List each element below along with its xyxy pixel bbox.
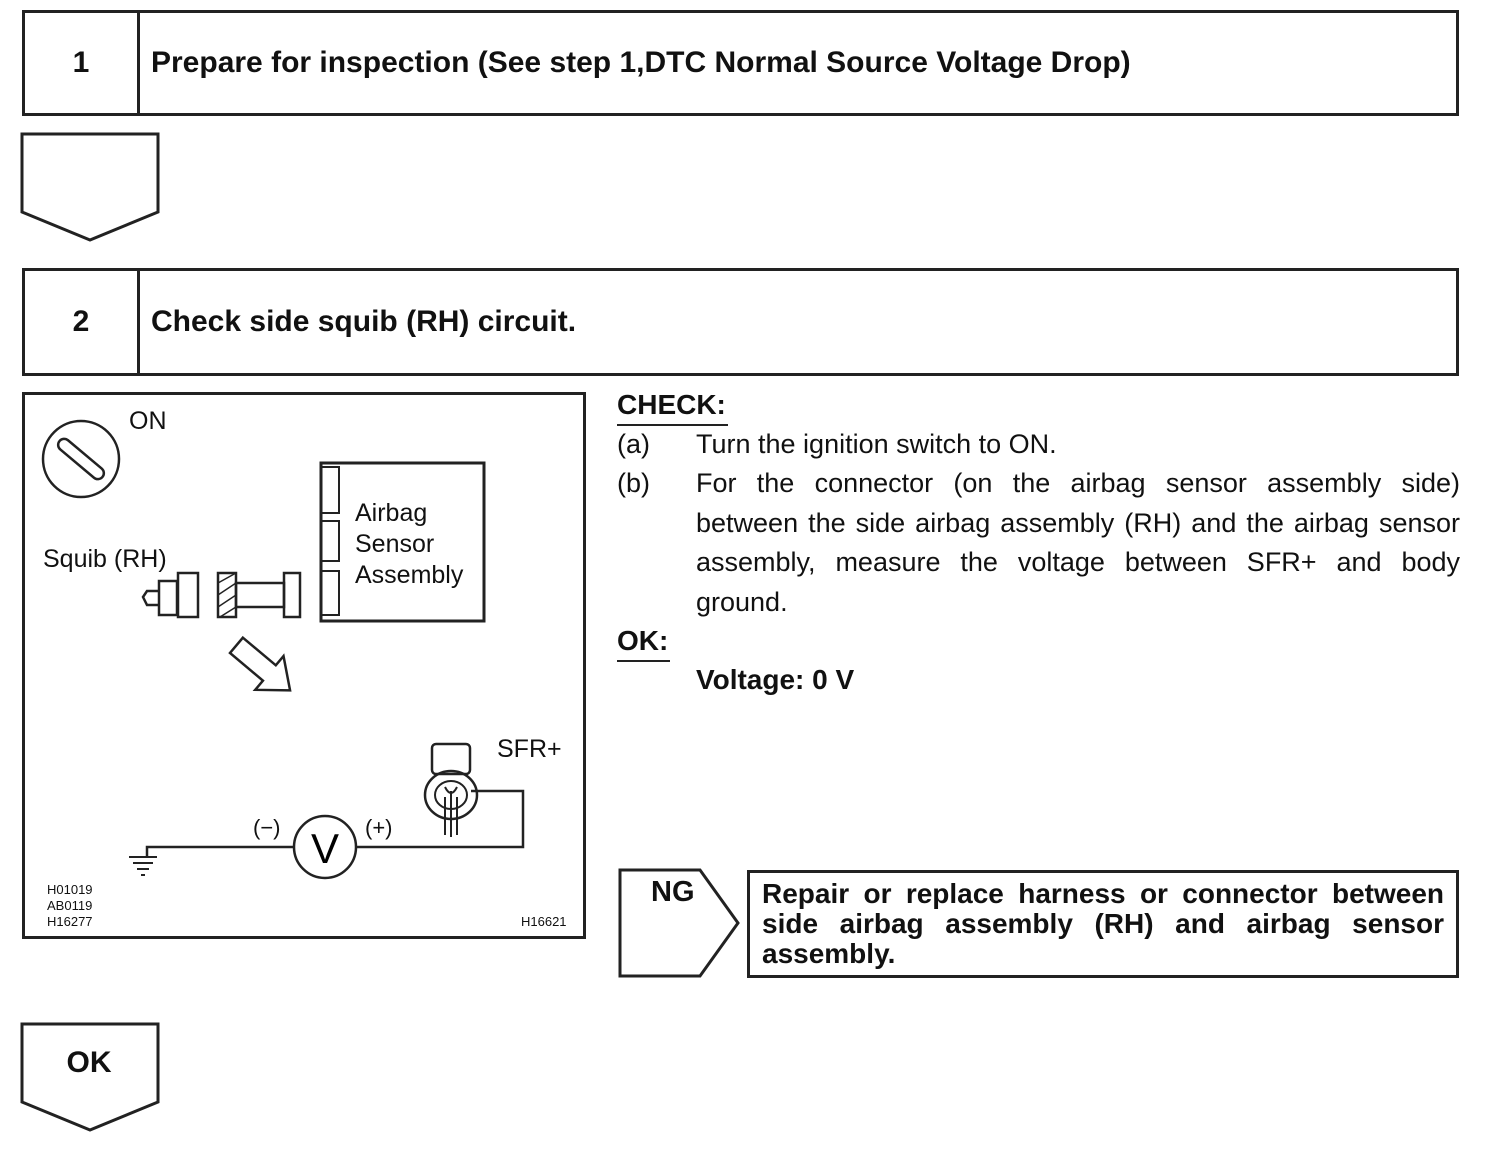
step-1-title: Prepare for inspection (See step 1,DTC N…: [151, 46, 1131, 79]
ref-code-2: AB0119: [47, 898, 93, 913]
squib-label: Squib (RH): [43, 545, 167, 573]
ref-code-1: H01019: [47, 882, 93, 897]
ignition-switch-icon: [41, 419, 121, 499]
step-1-number: 1: [25, 13, 140, 113]
check-item-a-text: Turn the ignition switch to ON.: [696, 429, 1057, 459]
ref-code-3: H16277: [47, 914, 93, 929]
ok-arrow-icon: [20, 1022, 160, 1132]
check-heading: CHECK:: [617, 389, 728, 426]
inspection-diagram: V ON Airbag Sensor Assembly Squib (RH) S…: [22, 392, 586, 939]
flow-arrow-icon: [20, 132, 160, 242]
sensor-label-2: Sensor: [355, 530, 435, 558]
ng-action-text: Repair or replace harness or connector b…: [762, 878, 1444, 969]
figure-code: H16621: [521, 914, 567, 929]
step-2-header: 2 Check side squib (RH) circuit.: [22, 268, 1459, 376]
minus-label: (−): [253, 815, 281, 840]
step-1-header: 1 Prepare for inspection (See step 1,DTC…: [22, 10, 1459, 116]
sensor-label-1: Airbag: [355, 499, 428, 527]
terminal-label: SFR+: [497, 735, 562, 763]
ng-arrow-icon: [618, 868, 740, 978]
step-2-title: Check side squib (RH) circuit.: [151, 305, 577, 338]
check-item-b-marker: (b): [617, 468, 650, 498]
check-item-b-text: For the connector (on the airbag sensor …: [696, 468, 1460, 617]
diagram-drawing: V: [41, 419, 525, 880]
ok-arrow-label: OK: [66, 1046, 112, 1079]
voltmeter-symbol: V: [311, 825, 339, 872]
sfr-connector-icon: [423, 742, 479, 837]
ng-action-box: Repair or replace harness or connector b…: [747, 870, 1459, 978]
squib-connector-icon: [141, 571, 302, 619]
direction-arrow-icon: [228, 635, 292, 692]
ground-icon: [129, 856, 157, 876]
airbag-sensor-assembly-icon: [319, 461, 486, 623]
check-item-a-marker: (a): [617, 429, 650, 459]
step-2-number: 2: [25, 271, 140, 373]
voltmeter-icon: V: [292, 814, 358, 880]
sensor-label-3: Assembly: [355, 561, 464, 589]
ng-label: NG: [651, 876, 695, 908]
ok-heading: OK:: [617, 625, 671, 662]
ok-spec: Voltage: 0 V: [696, 664, 855, 695]
ignition-on-label: ON: [129, 407, 167, 435]
plus-label: (+): [365, 815, 393, 840]
